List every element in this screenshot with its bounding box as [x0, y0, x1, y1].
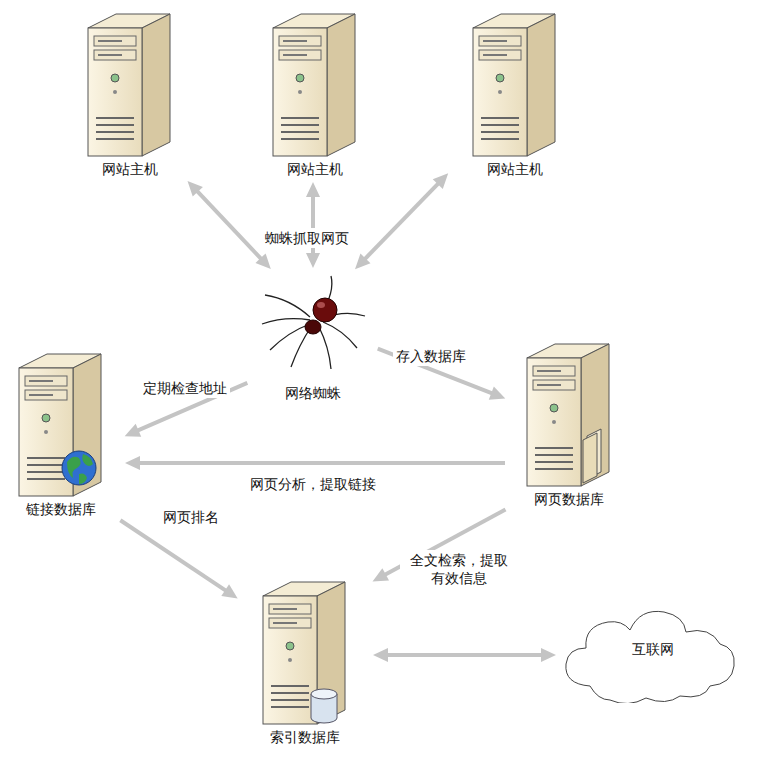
server-node: 网站主机 [251, 10, 379, 178]
spider-icon [255, 272, 370, 384]
edge-label: 网页分析，提取链接 [247, 474, 379, 494]
server-node: 链接数据库 [1, 350, 121, 518]
cloud-node: 互联网 [560, 598, 745, 703]
node-label: 网站主机 [251, 160, 379, 178]
node-label: 网站主机 [451, 160, 579, 178]
server-icon [257, 578, 353, 728]
edge-label: 存入数据库 [393, 346, 469, 366]
node-label: 互联网 [560, 640, 745, 658]
arrow-connector [125, 456, 505, 470]
arrow-connector [355, 173, 448, 269]
server-node: 索引数据库 [241, 578, 369, 746]
edge-label: 网页排名 [160, 507, 222, 527]
arrow-connector [188, 181, 271, 269]
node-label: 索引数据库 [241, 728, 369, 746]
spider-node: 网络蜘蛛 [251, 272, 374, 402]
server-node: 网站主机 [66, 10, 194, 178]
server-icon [13, 350, 109, 500]
server-node: 网站主机 [451, 10, 579, 178]
server-icon [521, 340, 617, 490]
edge-label: 全文检索，提取 有效信息 [400, 550, 518, 588]
arrow-connector [373, 648, 556, 662]
edge-label: 蜘蛛抓取网页 [262, 228, 352, 248]
server-icon [467, 10, 563, 160]
node-label: 网站主机 [66, 160, 194, 178]
node-label: 网页数据库 [509, 490, 629, 508]
node-label: 链接数据库 [1, 500, 121, 518]
server-icon [267, 10, 363, 160]
arrow-connector [120, 520, 237, 598]
server-node: 网页数据库 [509, 340, 629, 508]
arrow-connector [306, 182, 320, 268]
server-icon [82, 10, 178, 160]
edge-label: 定期检查地址 [140, 378, 230, 398]
node-label: 网络蜘蛛 [251, 384, 374, 402]
